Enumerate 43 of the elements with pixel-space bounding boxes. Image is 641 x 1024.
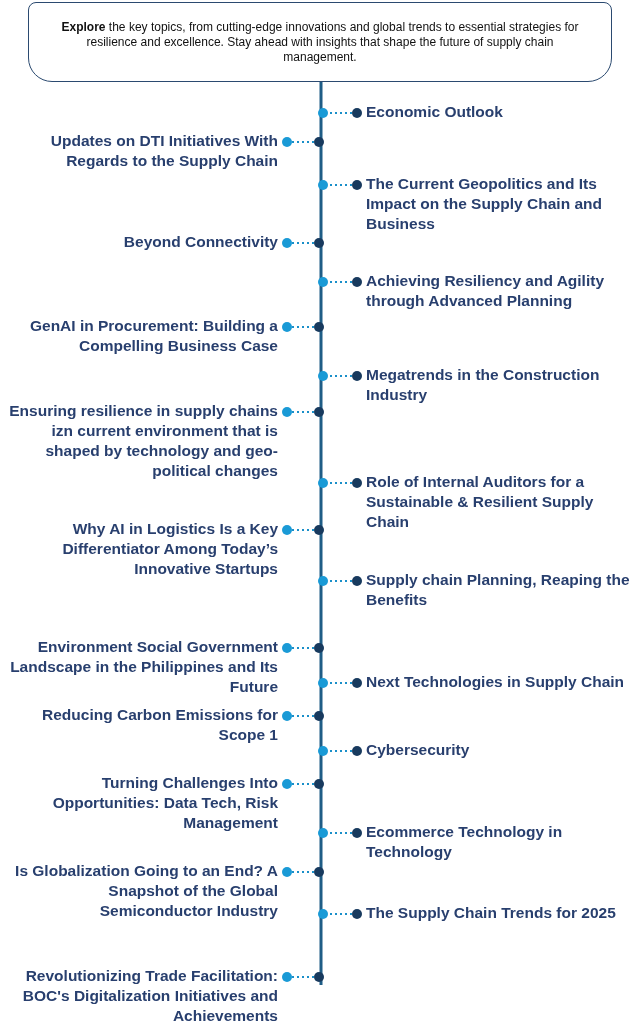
topic-text: Why AI in Logistics Is a Key Differentiator Among Today’s Innovative Startups [2,519,278,579]
topic-text: Economic Outlook [366,102,638,122]
leader-line [318,108,362,118]
leader-line [318,180,362,190]
timeline-spine [319,82,323,985]
topic-text: Updates on DTI Initiatives With Regards to the Supply Chain [2,131,278,171]
leader-line [318,746,362,756]
leader-line [282,972,324,982]
leader-line [282,525,324,535]
topic-text: Cybersecurity [366,740,638,760]
topic-text: Ensuring resilience in supply chains izn current environment that is shaped by technology and geo-political changes [2,401,278,481]
leader-line [282,407,324,417]
leader-line [282,711,324,721]
leader-line [318,478,362,488]
leader-line [318,277,362,287]
leader-line [318,678,362,688]
topic-text: Reducing Carbon Emissions for Scope 1 [2,705,278,745]
topic-text: Next Technologies in Supply Chain [366,672,638,692]
topic-text: Megatrends in the Construction Industry [366,365,638,405]
intro-text: Explore the key topics, from cutting-edge innovations and global trends to essential strategies for resilience and excellence. Stay ahead with insights that shape the future of supply chain management. [60,19,580,65]
leader-line [282,322,324,332]
topic-text: Supply chain Planning, Reaping the Benefits [366,570,638,610]
leader-line [282,137,324,147]
topic-text: The Supply Chain Trends for 2025 [366,903,638,923]
topic-text: Is Globalization Going to an End? A Snapshot of the Global Semiconductor Industry [2,861,278,921]
topic-text: Ecommerce Technology in Technology [366,822,638,862]
leader-line [318,828,362,838]
leader-line [282,867,324,877]
topic-text: The Current Geopolitics and Its Impact on the Supply Chain and Business [366,174,638,234]
leader-line [282,238,324,248]
topic-text: Revolutionizing Trade Facilitation: BOC's Digitalization Initiatives and Achievements [2,966,278,1024]
topic-text: Beyond Connectivity [2,232,278,252]
leader-line [282,643,324,653]
topic-text: Role of Internal Auditors for a Sustainable & Resilient Supply Chain [366,472,638,532]
leader-line [282,779,324,789]
topic-text: GenAI in Procurement: Building a Compelling Business Case [2,316,278,356]
topic-text: Achieving Resiliency and Agility through Advanced Planning [366,271,638,311]
intro-box [28,2,612,82]
leader-line [318,576,362,586]
topic-text: Environment Social Government Landscape in the Philippines and Its Future [2,637,278,697]
leader-line [318,909,362,919]
leader-line [318,371,362,381]
topic-text: Turning Challenges Into Opportunities: Data Tech, Risk Management [2,773,278,833]
